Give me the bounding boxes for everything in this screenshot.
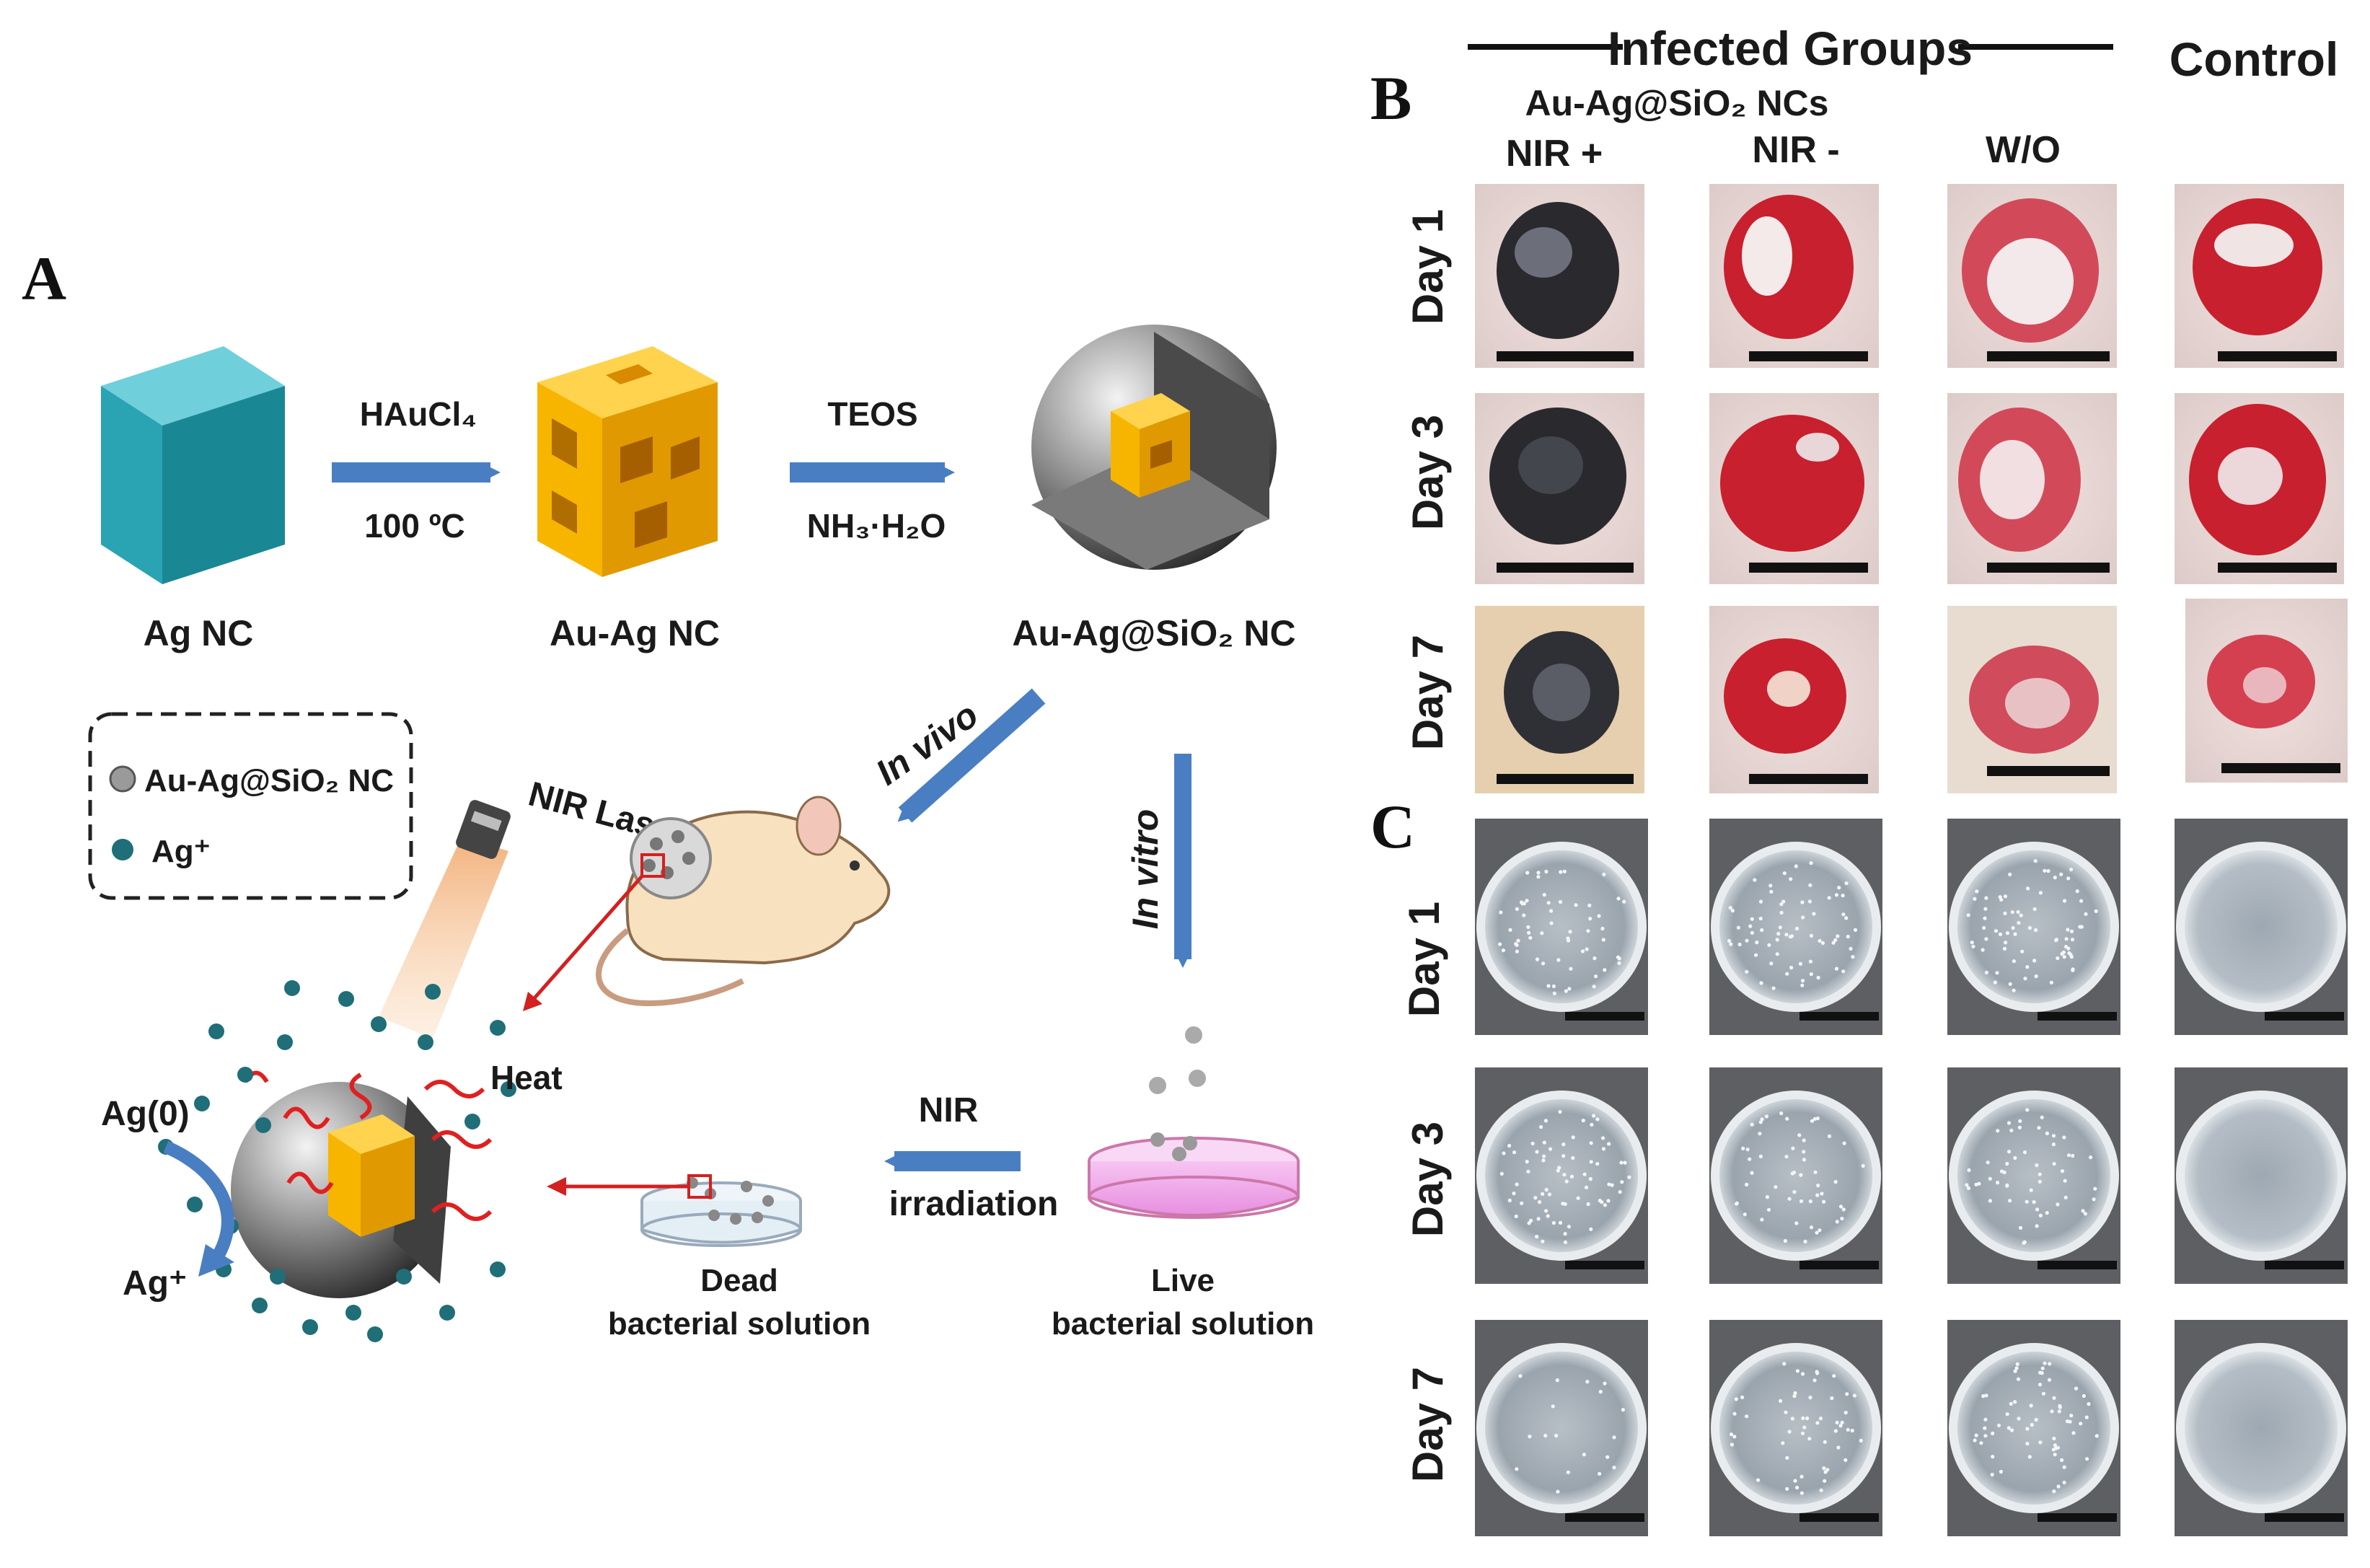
ag-ion-dots (158, 980, 516, 1342)
dish-pointer-head (547, 1177, 566, 1196)
nir-laser-device (379, 800, 511, 1039)
mouse-pointer-head (523, 992, 542, 1011)
agar-plate-day1-control (2175, 819, 2348, 1035)
dead-label-1: Dead (700, 1263, 778, 1298)
agar-plate-day7-wo (1947, 1320, 2120, 1536)
agar-plate-day1-nir-minus (1709, 819, 1882, 1035)
legend-nc-label: Au-Ag@SiO₂ NC (144, 763, 394, 798)
dead-label-2: bacterial solution (608, 1306, 871, 1342)
agar-plate-day3-nir-plus (1475, 1067, 1648, 1284)
heat-label: Heat (490, 1059, 563, 1096)
live-label-2: bacterial solution (1052, 1306, 1314, 1342)
ag-plus-label: Ag⁺ (123, 1264, 187, 1303)
ag0-label: Ag(0) (101, 1095, 190, 1133)
agar-plate-day3-nir-minus (1709, 1067, 1882, 1284)
panel-a-label: A (22, 244, 66, 313)
in-vitro-label: In vitro (1125, 809, 1166, 930)
ag-nanocube (101, 346, 285, 584)
column-nir-plus: NIR + (1506, 133, 1603, 175)
ag-conversion-arrowhead (198, 1244, 234, 1277)
step1-condition: 100 ºC (364, 507, 465, 545)
wound-row-day7: Day 7 (1404, 635, 1452, 750)
legend-ag-ion-icon (112, 839, 133, 860)
wound-photo-day1-wo (1947, 184, 2117, 368)
au-ag-nc-label: Au-Ag NC (550, 613, 720, 653)
agar-plate-grid (1475, 819, 2348, 1536)
step2-reagent: TEOS (827, 395, 917, 433)
au-ag-nanocube (537, 346, 718, 577)
control-header: Control (2169, 32, 2339, 86)
panel-c-label: C (1370, 792, 1415, 861)
ag-nc-label: Ag NC (144, 613, 254, 653)
wound-photo-day7-nir-minus (1709, 606, 1879, 793)
plate-row-day1: Day 1 (1400, 902, 1448, 1017)
panel-b-label: B (1370, 63, 1411, 133)
step1-reagent: HAuCl₄ (360, 395, 477, 433)
wound-photo-day3-nir-minus (1709, 393, 1879, 584)
agar-plate-day7-nir-minus (1709, 1320, 1882, 1536)
wound-photo-day7-wo (1947, 606, 2117, 793)
live-bacteria-dish (1088, 1026, 1300, 1219)
legend-nc-icon (109, 765, 136, 793)
wound-photo-day3-wo (1947, 393, 2117, 584)
wound-row-day1: Day 1 (1404, 209, 1452, 325)
nc-subheader: Au-Ag@SiO₂ NCs (1525, 83, 1829, 123)
agar-plate-day7-control (2175, 1320, 2348, 1536)
wound-photo-day3-nir-plus (1475, 393, 1644, 584)
mouse-pointer-line (532, 875, 643, 1000)
mouse-illustration (596, 796, 891, 1006)
irradiation-label: irradiation (889, 1185, 1059, 1223)
heated-core-shell-particle (231, 1070, 493, 1298)
agar-plate-day3-wo (1947, 1067, 2120, 1284)
wound-photo-day1-nir-minus (1709, 184, 1879, 368)
legend-box (88, 712, 413, 900)
agar-plate-day1-wo (1947, 819, 2120, 1035)
nir-label: NIR (919, 1091, 979, 1129)
wound-photo-day3-control (2175, 393, 2344, 584)
live-label-1: Live (1151, 1263, 1215, 1298)
plate-row-day7: Day 7 (1404, 1367, 1452, 1482)
column-wo: W/O (1986, 129, 2061, 171)
step2-condition: NH₃·H₂O (807, 507, 946, 545)
wound-photo-day1-nir-plus (1475, 184, 1644, 368)
wound-row-day3: Day 3 (1404, 415, 1452, 530)
dead-bacteria-dish (640, 1174, 802, 1247)
in-vivo-label: In vivo (868, 695, 985, 793)
core-shell-particle (1031, 325, 1277, 570)
agar-plate-day1-nir-plus (1475, 819, 1648, 1035)
legend-ag-ion-label: Ag⁺ (151, 834, 211, 869)
agar-plate-day3-control (2175, 1067, 2348, 1284)
plate-row-day3: Day 3 (1404, 1122, 1452, 1237)
in-vivo-arrow (897, 688, 1046, 823)
ag-conversion-arrow (163, 1140, 234, 1262)
wound-photo-day1-control (2175, 184, 2344, 368)
infected-groups-header: Infected Groups (1608, 22, 1973, 75)
wound-photo-day7-control (2185, 599, 2348, 783)
au-ag-sio2-nc-label: Au-Ag@SiO₂ NC (1012, 613, 1295, 653)
agar-plate-day7-nir-plus (1475, 1320, 1648, 1536)
wound-photo-day7-nir-plus (1475, 606, 1644, 793)
column-nir-minus: NIR - (1752, 129, 1839, 171)
